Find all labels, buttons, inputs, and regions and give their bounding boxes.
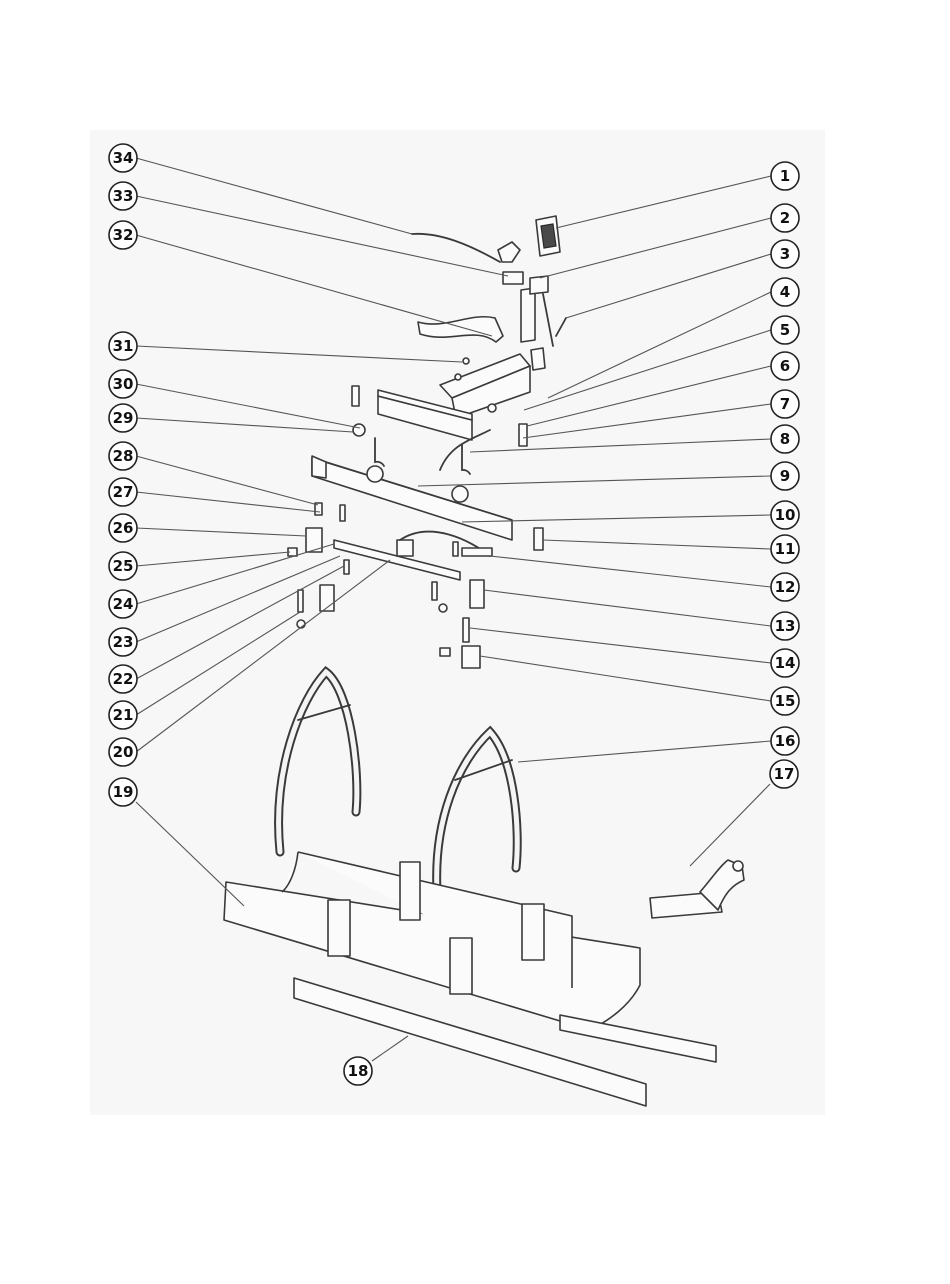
callout-25: 25	[109, 552, 137, 580]
callout-17: 17	[770, 760, 798, 788]
callout-13: 13	[771, 612, 799, 640]
callout-1: 1	[771, 162, 799, 190]
callout-label: 24	[113, 595, 134, 613]
callout-23: 23	[109, 628, 137, 656]
callout-label: 23	[113, 633, 134, 651]
callout-34: 34	[109, 144, 137, 172]
callout-20: 20	[109, 738, 137, 766]
callout-label: 12	[775, 578, 796, 596]
callout-label: 6	[780, 357, 790, 375]
callout-label: 5	[780, 321, 790, 339]
callout-label: 8	[780, 430, 790, 448]
callout-label: 31	[113, 337, 134, 355]
callout-label: 28	[113, 447, 134, 465]
callout-21: 21	[109, 701, 137, 729]
callout-30: 30	[109, 370, 137, 398]
callout-16: 16	[771, 727, 799, 755]
callout-31: 31	[109, 332, 137, 360]
callout-label: 1	[780, 167, 790, 185]
callout-label: 16	[775, 732, 796, 750]
callout-14: 14	[771, 649, 799, 677]
callout-32: 32	[109, 221, 137, 249]
callout-label: 22	[113, 670, 134, 688]
callout-label: 21	[113, 706, 134, 724]
callout-label: 32	[113, 226, 134, 244]
callout-7: 7	[771, 390, 799, 418]
callout-11: 11	[771, 535, 799, 563]
callout-10: 10	[771, 501, 799, 529]
callout-label: 27	[113, 483, 134, 501]
callout-label: 29	[113, 409, 134, 427]
part-control-box	[536, 216, 560, 256]
callout-label: 34	[113, 149, 134, 167]
callout-label: 19	[113, 783, 134, 801]
callout-6: 6	[771, 352, 799, 380]
callout-label: 14	[775, 654, 796, 672]
callout-26: 26	[109, 514, 137, 542]
callout-label: 30	[113, 375, 134, 393]
callout-label: 3	[780, 245, 790, 263]
callout-label: 10	[775, 506, 796, 524]
callout-27: 27	[109, 478, 137, 506]
callout-label: 4	[780, 283, 790, 301]
callout-8: 8	[771, 425, 799, 453]
callout-12: 12	[771, 573, 799, 601]
callout-33: 33	[109, 182, 137, 210]
callout-29: 29	[109, 404, 137, 432]
callout-label: 2	[780, 209, 790, 227]
callout-19: 19	[109, 778, 137, 806]
callout-24: 24	[109, 590, 137, 618]
callout-label: 13	[775, 617, 796, 635]
callout-5: 5	[771, 316, 799, 344]
callout-label: 11	[775, 540, 796, 558]
callout-label: 7	[780, 395, 790, 413]
callout-label: 17	[774, 765, 795, 783]
callout-22: 22	[109, 665, 137, 693]
callout-3: 3	[771, 240, 799, 268]
callout-label: 18	[348, 1062, 369, 1080]
part-end-cap	[534, 528, 543, 550]
callout-label: 20	[113, 743, 134, 761]
callout-label: 26	[113, 519, 134, 537]
callout-label: 25	[113, 557, 134, 575]
callout-28: 28	[109, 442, 137, 470]
callout-4: 4	[771, 278, 799, 306]
callout-label: 33	[113, 187, 134, 205]
callout-2: 2	[771, 204, 799, 232]
callout-18: 18	[344, 1057, 372, 1085]
callout-15: 15	[771, 687, 799, 715]
callout-label: 15	[775, 692, 796, 710]
callout-9: 9	[771, 462, 799, 490]
callout-label: 9	[780, 467, 790, 485]
